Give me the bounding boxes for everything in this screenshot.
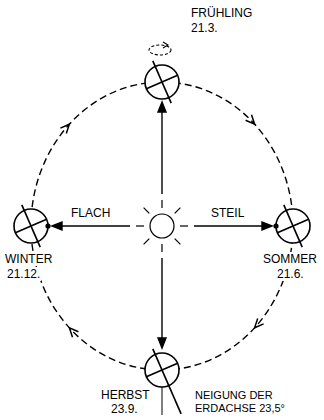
axis-note: NEIGUNG DER ERDACHSE 23,5° — [194, 389, 296, 415]
season-date: 23.9. — [110, 402, 139, 416]
season-date: 21.12. — [6, 267, 41, 281]
season-date: 21.6. — [276, 267, 305, 281]
season-name: FRÜHLING — [190, 6, 253, 20]
earth-symbols — [14, 61, 310, 415]
orbit-path — [31, 82, 293, 370]
season-date: 21.3. — [190, 21, 219, 35]
angle-label: FLACH — [70, 206, 111, 220]
season-name: SOMMER — [262, 252, 318, 266]
season-name: WINTER — [4, 252, 53, 266]
ray-arrows — [52, 102, 272, 348]
angle-label: STEIL — [210, 206, 245, 220]
rotation-symbol — [149, 42, 171, 55]
sun-symbol — [136, 200, 188, 252]
season-name: HERBST — [100, 388, 151, 402]
